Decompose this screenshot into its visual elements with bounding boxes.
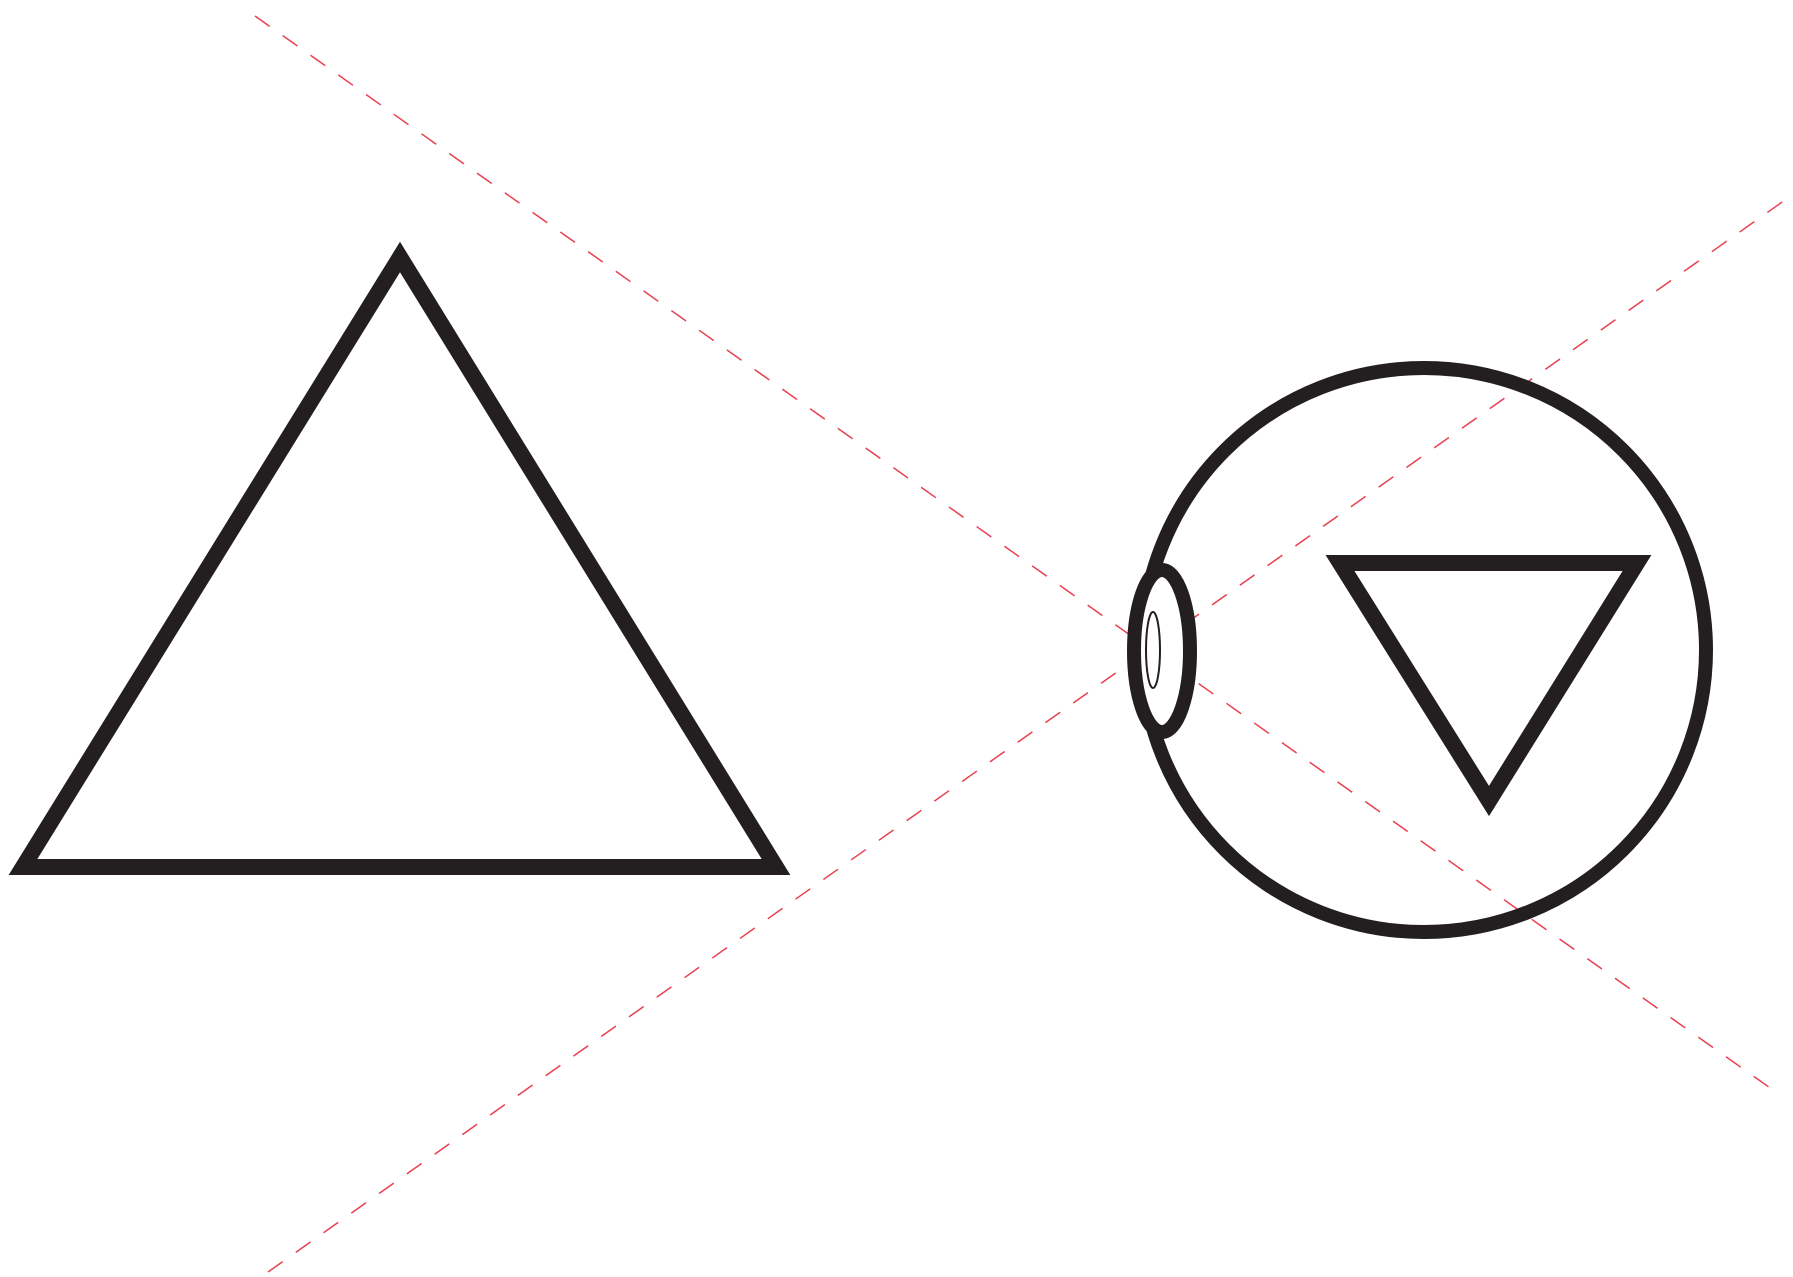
light-ray-lower-left-to-upper-right <box>268 200 1785 1272</box>
eyeball-circle <box>1142 368 1706 932</box>
retinal-image-triangle-inverted <box>1340 563 1637 801</box>
eye-lens <box>1134 570 1190 732</box>
object-triangle-upright <box>23 257 776 867</box>
light-ray-upper-left-to-lower-right <box>255 16 1773 1090</box>
